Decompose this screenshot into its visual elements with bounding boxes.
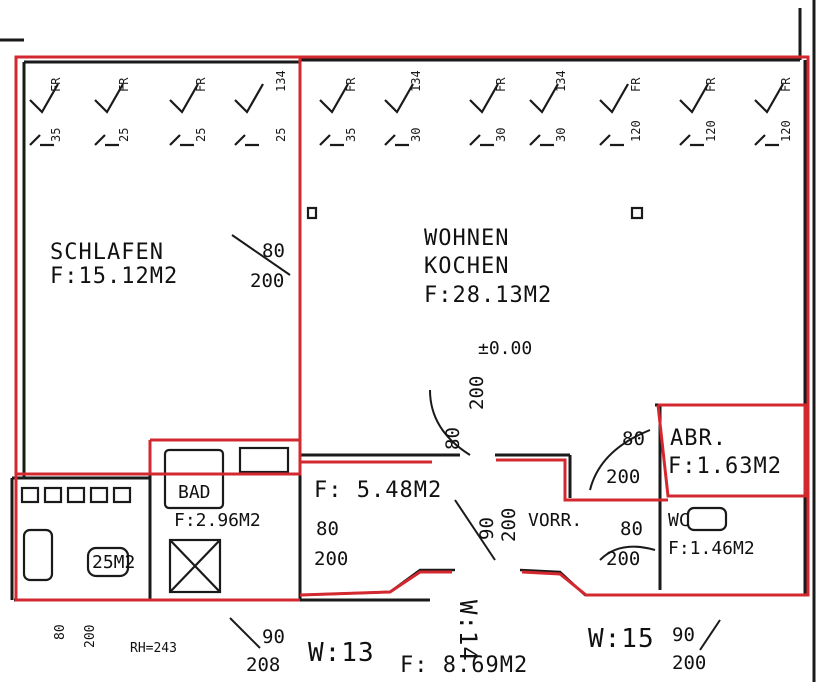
- apartment-outline: [14, 55, 810, 602]
- washing-machine-icon: [22, 528, 54, 582]
- svg-text:120: 120: [629, 120, 643, 142]
- shelf-icon: [20, 486, 40, 504]
- svg-text:120: 120: [704, 120, 718, 142]
- room-area-wohnen: F:28.13M2: [424, 283, 553, 308]
- room-name-vorr: VORR.: [528, 510, 583, 531]
- door-height-wohnen: 200: [466, 375, 488, 410]
- svg-text:FR: FR: [779, 77, 793, 92]
- balcony-door-height-w13: 208: [246, 654, 281, 676]
- svg-text:35: 35: [49, 128, 63, 142]
- room-name-schlafen: SCHLAFEN: [50, 240, 164, 265]
- window-width-small: 80: [53, 624, 68, 640]
- room-name-kochen: KOCHEN: [424, 254, 510, 279]
- svg-text:FR: FR: [194, 77, 208, 92]
- room-area-bad: F:2.96M2: [174, 510, 261, 531]
- floor-level-marker: ±0.00: [478, 338, 533, 359]
- window-label-w13: W:13: [308, 638, 375, 668]
- svg-text:25: 25: [117, 128, 131, 142]
- radiator-labels: FR 35 FR 25 FR 25 134 25 FR 35 134 30 FR…: [49, 70, 793, 142]
- door-height-abr: 200: [606, 466, 641, 488]
- svg-text:35: 35: [344, 128, 358, 142]
- radiator-symbols: [29, 83, 784, 147]
- svg-text:FR: FR: [629, 77, 643, 92]
- svg-text:30: 30: [409, 128, 423, 142]
- door-height-bad: 200: [314, 548, 349, 570]
- svg-text:30: 30: [494, 128, 508, 142]
- svg-text:FR: FR: [704, 77, 718, 92]
- room-area-wc: F:1.46M2: [668, 538, 755, 559]
- sink-icon: [238, 446, 290, 474]
- window-label-w15: W:15: [588, 624, 655, 654]
- svg-text:134: 134: [409, 70, 423, 92]
- window-label-w14: W:14: [454, 600, 482, 662]
- door-height-schlafen: 200: [250, 270, 285, 292]
- door-width-entry: 90: [476, 517, 498, 540]
- svg-text:FR: FR: [344, 77, 358, 92]
- room-name-abr: ABR.: [670, 426, 727, 451]
- toilet-icon: [686, 506, 728, 532]
- svg-text:FR: FR: [494, 77, 508, 92]
- svg-text:FR: FR: [117, 77, 131, 92]
- room-area-flur: F: 5.48M2: [314, 478, 443, 503]
- balcony-door-width-w13: 90: [262, 626, 285, 648]
- balcony-outline: [299, 568, 660, 597]
- svg-text:30: 30: [554, 128, 568, 142]
- shower-icon: [168, 538, 222, 594]
- door-height-wc: 200: [606, 548, 641, 570]
- fixtures: [20, 206, 728, 594]
- balcony-door-width-w15: 90: [672, 624, 695, 646]
- svg-text:25: 25: [274, 128, 288, 142]
- bathtub-icon: [163, 448, 225, 510]
- room-area-abr: F:1.63M2: [668, 454, 782, 479]
- door-width-bad: 80: [316, 518, 339, 540]
- room-area-small: 25M2: [92, 552, 136, 573]
- svg-text:134: 134: [554, 70, 568, 92]
- room-name-wc: WC: [668, 510, 690, 531]
- door-width-wohnen: 80: [442, 427, 464, 450]
- window-height-small: 200: [83, 624, 98, 648]
- room-area-schlafen: F:15.12M2: [50, 264, 179, 289]
- balcony-door-height-w15: 200: [672, 652, 707, 674]
- door-height-entry: 200: [498, 507, 520, 542]
- door-swings: [229, 234, 721, 651]
- room-name-wohnen: WOHNEN: [424, 226, 510, 251]
- column-icon: [630, 206, 644, 220]
- room-name-bad: BAD: [178, 482, 211, 503]
- door-width-schlafen: 80: [262, 240, 285, 262]
- svg-text:FR: FR: [49, 77, 63, 92]
- room-area-balkon: F: 8.69M2: [400, 653, 529, 678]
- door-width-abr: 80: [622, 428, 645, 450]
- svg-text:25: 25: [194, 128, 208, 142]
- svg-text:120: 120: [779, 120, 793, 142]
- room-height-label: RH=243: [130, 641, 177, 656]
- svg-text:134: 134: [274, 70, 288, 92]
- door-width-wc: 80: [620, 518, 643, 540]
